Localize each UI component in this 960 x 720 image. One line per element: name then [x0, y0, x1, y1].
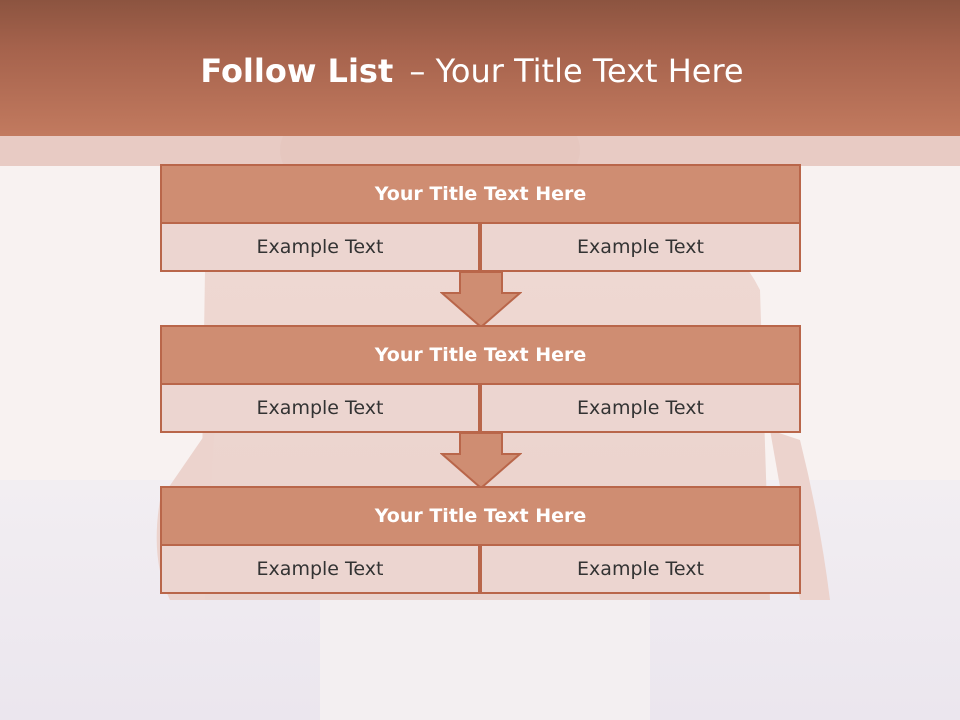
block-title: Your Title Text Here	[160, 486, 801, 546]
down-arrow-icon	[440, 432, 522, 490]
header-strip	[0, 136, 960, 166]
block-cell-right: Example Text	[480, 222, 801, 272]
block-cell-right: Example Text	[480, 544, 801, 594]
block-cell-left: Example Text	[160, 383, 480, 433]
block-cell-right: Example Text	[480, 383, 801, 433]
header-bar	[0, 0, 960, 136]
block-title: Your Title Text Here	[160, 325, 801, 385]
down-arrow-icon	[440, 271, 522, 329]
title-rest-part: – Your Title Text Here	[409, 52, 744, 90]
block-cell-left: Example Text	[160, 222, 480, 272]
block-title: Your Title Text Here	[160, 164, 801, 224]
slide-title: Follow List – Your Title Text Here	[0, 52, 944, 90]
block-cell-left: Example Text	[160, 544, 480, 594]
title-bold-part: Follow List	[200, 52, 394, 90]
